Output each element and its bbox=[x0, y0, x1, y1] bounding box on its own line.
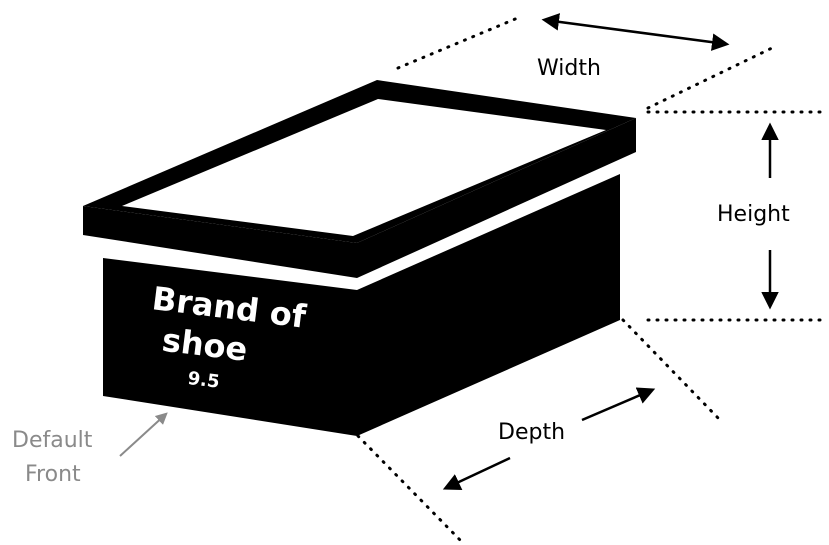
depth-label: Depth bbox=[498, 420, 565, 445]
default-front-label-line-2: Front bbox=[25, 462, 81, 487]
height-label: Height bbox=[717, 202, 790, 227]
default-front-label-line-1: Default bbox=[12, 428, 93, 453]
width-arrow bbox=[541, 13, 730, 51]
box-right-side bbox=[357, 174, 620, 436]
width-label: Width bbox=[537, 56, 601, 81]
lid-right-edge bbox=[357, 118, 636, 278]
depth-arrow-up bbox=[581, 387, 656, 422]
lid-front-edge bbox=[83, 206, 357, 278]
dimension-guides bbox=[356, 15, 826, 544]
lid-top-panel bbox=[122, 99, 606, 236]
box-front-side bbox=[103, 258, 357, 436]
depth-arrow-down bbox=[442, 456, 511, 490]
shoe-size: 9.5 bbox=[187, 368, 221, 393]
shoe-box bbox=[83, 80, 636, 436]
default-front-pointer bbox=[119, 412, 168, 457]
